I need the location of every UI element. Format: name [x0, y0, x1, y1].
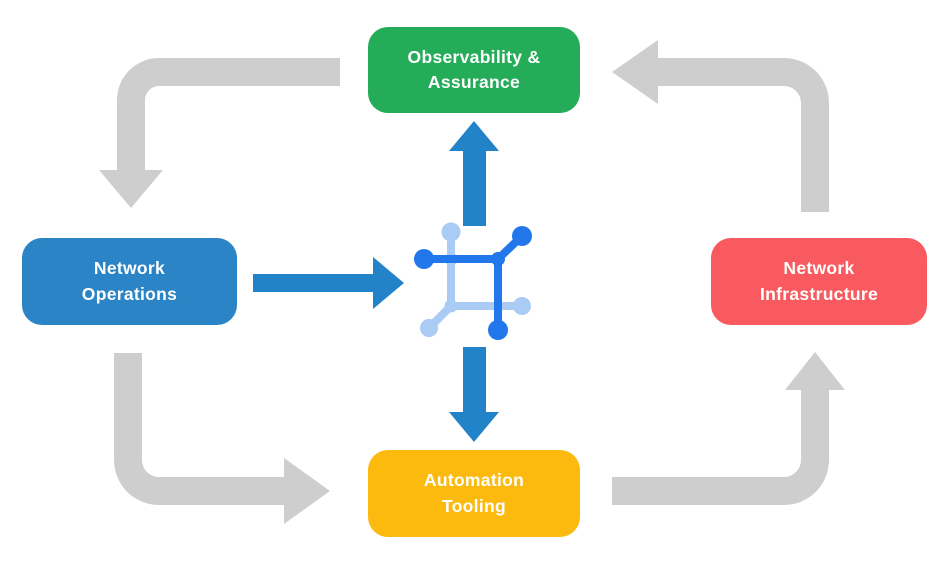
icon-dark-node-bottom: [488, 320, 508, 340]
icon-dark-junction-top-right: [491, 252, 505, 266]
icon-dark-node-top-right: [512, 226, 532, 246]
gray-arrow-observability-to-operations: [99, 58, 340, 208]
gray-arrow-infrastructure-to-observability: [612, 40, 829, 212]
blue-arrow-center-to-automation: [449, 347, 499, 442]
icon-light-node-bottom-left: [420, 319, 438, 337]
gray-arrow-operations-to-automation: [114, 353, 330, 524]
node-network-infrastructure: Network Infrastructure: [711, 238, 927, 325]
icon-dark-node-left: [414, 249, 434, 269]
icon-light-junction-bottom-left: [444, 299, 458, 313]
gray-arrow-automation-to-infrastructure: [612, 352, 845, 505]
node-label-line: Automation: [423, 470, 525, 491]
icon-light-node-right: [513, 297, 531, 315]
node-observability-assurance: Observability & Assurance: [368, 27, 580, 113]
node-label-line: Tooling: [442, 495, 506, 516]
icon-light-node-top: [441, 222, 461, 242]
node-label-line: Operations: [81, 283, 178, 304]
node-label-line: Assurance: [427, 72, 521, 92]
node-label-line: Network: [93, 258, 166, 279]
network-fabric-icon: [414, 222, 532, 340]
node-label-line: Infrastructure: [760, 283, 878, 304]
node-label-line: Observability &: [407, 46, 541, 67]
node-automation-tooling: Automation Tooling: [368, 450, 580, 537]
node-network-operations: Network Operations: [22, 238, 237, 325]
blue-arrow-operations-to-center: [253, 257, 404, 309]
blue-arrow-center-to-observability: [449, 121, 499, 226]
node-label-line: Network: [783, 258, 855, 279]
